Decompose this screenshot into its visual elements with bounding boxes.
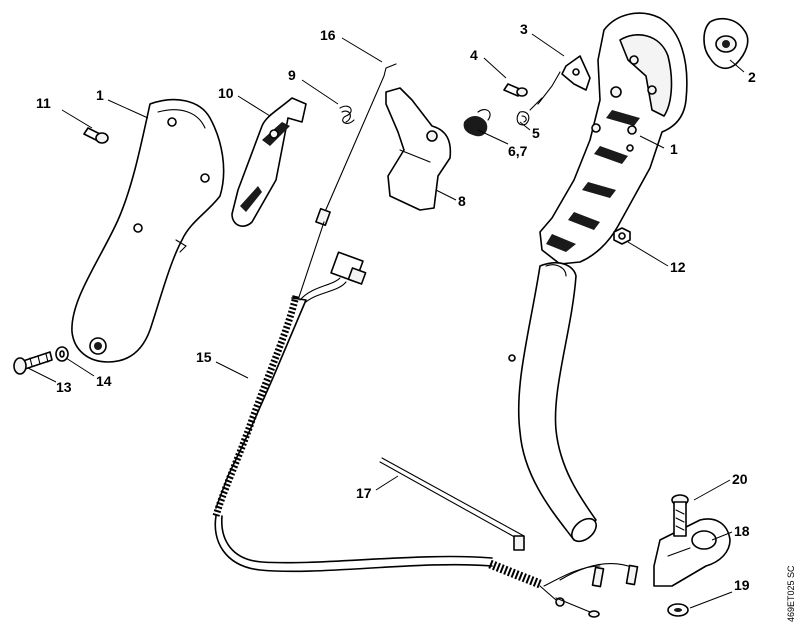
nut-12 [613,227,631,245]
handle-half-right [539,12,688,265]
screw-11 [83,127,109,144]
callout-8: 8 [458,193,466,209]
screw-13 [13,351,53,375]
callout-6-7: 6,7 [508,143,528,159]
callout-19: 19 [734,577,750,593]
callout-13: 13 [56,379,72,395]
throttle-rod-16 [315,63,397,227]
drawing-code: 469ET025 SC [786,565,796,622]
callout-12: 12 [670,259,686,275]
lever-10 [231,97,307,227]
screw-4 [503,83,528,97]
callout-14: 14 [96,373,112,389]
callout-1-right: 1 [670,141,678,157]
callout-5: 5 [532,125,540,141]
callout-18: 18 [734,523,750,539]
callout-3: 3 [520,21,528,37]
spring-9 [339,105,355,124]
callout-9: 9 [288,67,296,83]
callout-4: 4 [470,47,478,63]
knob-2 [703,17,749,70]
handle-tube [508,261,597,543]
trigger-8 [385,87,452,211]
callout-2: 2 [748,69,756,85]
callout-10: 10 [218,85,234,101]
leader-lines [27,33,745,609]
callout-16: 16 [320,27,336,43]
nut-19 [667,603,689,617]
washer-14 [55,346,69,362]
spring-6-7 [463,109,491,137]
spring-wire [529,71,561,111]
short-circuit-switch [299,251,367,303]
callout-15: 15 [196,349,212,365]
handle-half-left [71,98,225,363]
latch-3 [561,55,591,91]
spring-5 [516,111,530,126]
throttle-cable-15 [212,221,600,618]
ground-wire [543,563,639,588]
cable-tie-17 [379,457,525,551]
callout-labels: 11 1 10 9 16 4 3 2 1 5 6,7 8 12 13 14 15… [36,21,756,593]
callout-1-left: 1 [96,87,104,103]
callout-20: 20 [732,471,748,487]
callout-17: 17 [356,485,372,501]
clamp-18 [653,518,731,587]
callout-11: 11 [36,95,51,111]
screw-20 [671,494,689,537]
